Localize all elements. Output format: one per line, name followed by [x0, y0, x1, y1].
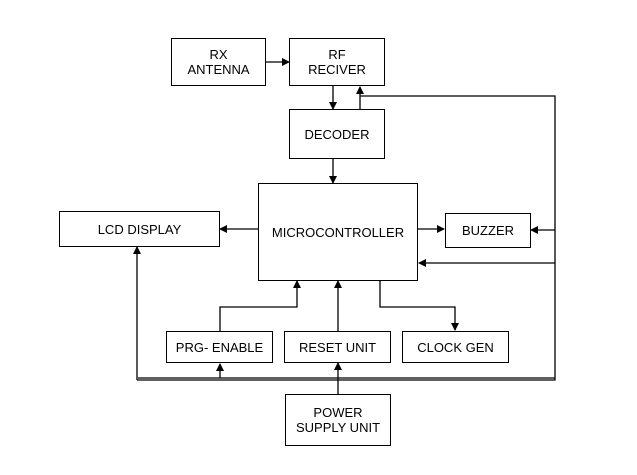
buzzer-block: BUZZER — [445, 213, 531, 248]
rf-receiver-label-line1: RF — [328, 47, 346, 62]
rf-receiver-label-line2: RECIVER — [308, 62, 366, 77]
arrow-prg-to-mcu — [219, 280, 301, 331]
power-supply-label-line2: SUPPLY UNIT — [295, 420, 381, 435]
rx-antenna-label-line1: RX — [209, 47, 228, 62]
lcd-display-label: LCD DISPLAY — [97, 221, 182, 237]
arrow-clock-link — [376, 275, 459, 331]
reset-unit-block: RESET UNIT — [284, 331, 391, 363]
microcontroller-label: MICROCONTROLLER — [271, 224, 405, 240]
rx-antenna-label-line2: ANTENNA — [187, 62, 250, 77]
power-supply-label-line1: POWER — [313, 405, 363, 420]
prg-enable-label: PRG- ENABLE — [175, 339, 264, 355]
clock-gen-block: CLOCK GEN — [402, 331, 509, 363]
decoder-label: DECODER — [304, 126, 370, 142]
clock-gen-label: CLOCK GEN — [417, 339, 494, 355]
buzzer-label: BUZZER — [462, 223, 514, 238]
power-bus-line — [137, 95, 556, 381]
lcd-display-block: LCD DISPLAY — [59, 211, 220, 247]
prg-enable-block: PRG- ENABLE — [166, 331, 273, 363]
reset-unit-label: RESET UNIT — [298, 339, 377, 355]
decoder-block: DECODER — [289, 109, 385, 159]
microcontroller-block: MICROCONTROLLER — [258, 183, 418, 281]
